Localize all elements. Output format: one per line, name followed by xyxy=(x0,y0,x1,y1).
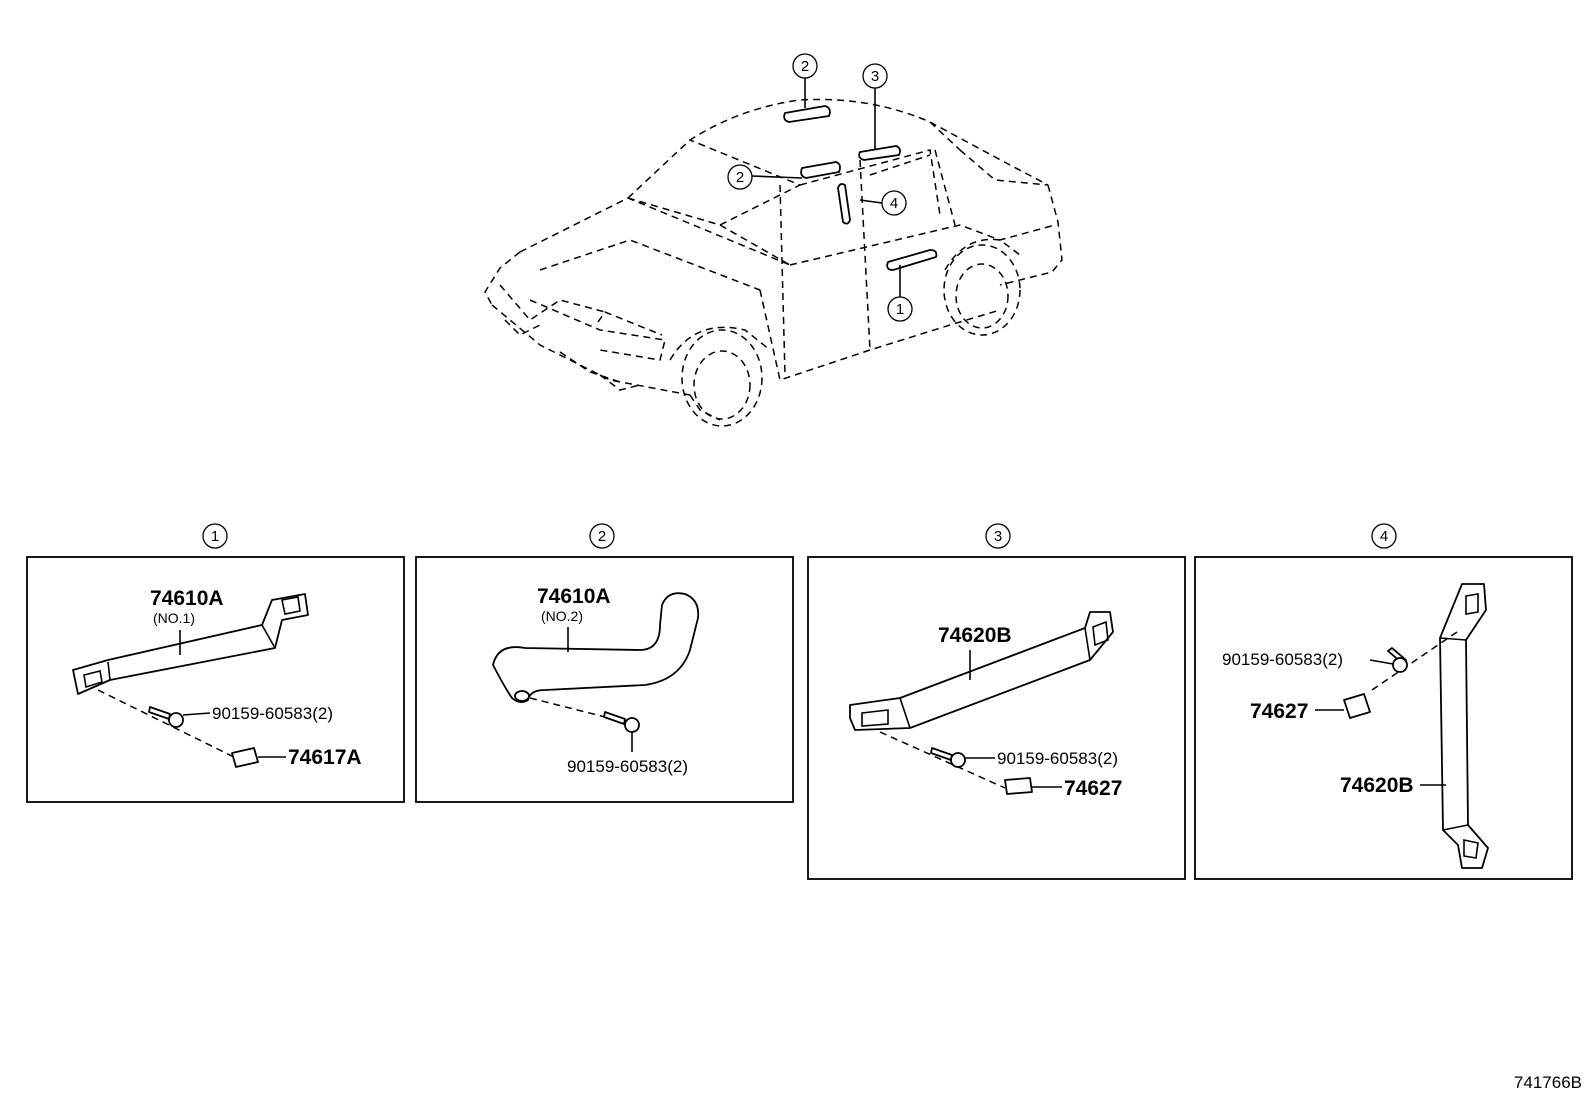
cap-part-number: 74627 xyxy=(1250,700,1308,723)
section-callout-circle xyxy=(985,523,1011,549)
grip-part-number: 74620B xyxy=(1340,774,1414,797)
section-callout-label: 3 xyxy=(994,528,1002,545)
car-callout-label: 2 xyxy=(736,169,744,186)
section-callout-circle xyxy=(1371,523,1397,549)
section-frame xyxy=(26,556,405,803)
section-3: 3 74620B 90159-60583(2) 74627 xyxy=(807,523,1186,880)
drawing-number: 741766B xyxy=(1514,1073,1582,1092)
car-callout-circle xyxy=(887,296,913,322)
section-callout-label: 1 xyxy=(211,528,219,545)
screw-part-number: 90159-60583(2) xyxy=(567,757,688,776)
grip-part-number: 74620B xyxy=(938,624,1012,647)
car-callout-circle xyxy=(881,190,907,216)
car-callout-circle xyxy=(862,63,888,89)
grip-sub-label: (NO.1) xyxy=(153,610,195,626)
section-callout-circle xyxy=(202,523,228,549)
section-4: 4 74620B 90159-60583(2) 74627 xyxy=(1194,523,1573,880)
cap-part-number: 74617A xyxy=(288,746,362,769)
section-frame xyxy=(1194,556,1573,880)
section-callout-label: 4 xyxy=(1380,528,1388,545)
screw-part-number: 90159-60583(2) xyxy=(212,704,333,723)
screw-part-number: 90159-60583(2) xyxy=(1222,650,1343,669)
section-1: 1 74610A (NO.1) 90159-60583(2) 74617A xyxy=(26,523,405,803)
section-2: 2 74610A (NO.2) 90159-60583(2) xyxy=(415,523,794,803)
car-callout-label: 3 xyxy=(871,68,879,85)
cap-part-number: 74627 xyxy=(1064,777,1122,800)
car-callout-circle xyxy=(792,53,818,79)
car-callout-circle xyxy=(727,164,753,190)
car-callout-label: 4 xyxy=(890,195,898,212)
car-callout-label: 1 xyxy=(896,301,904,318)
screw-part-number: 90159-60583(2) xyxy=(997,749,1118,768)
section-frame xyxy=(415,556,794,803)
grip-part-number: 74610A xyxy=(537,585,611,608)
section-callout-label: 2 xyxy=(598,528,606,545)
grip-part-number: 74610A xyxy=(150,587,224,610)
section-callout-circle xyxy=(589,523,615,549)
grip-sub-label: (NO.2) xyxy=(541,608,583,624)
car-illustration: 2 3 2 4 1 xyxy=(484,53,1063,427)
section-frame xyxy=(807,556,1186,880)
car-callout-label: 2 xyxy=(801,58,809,75)
